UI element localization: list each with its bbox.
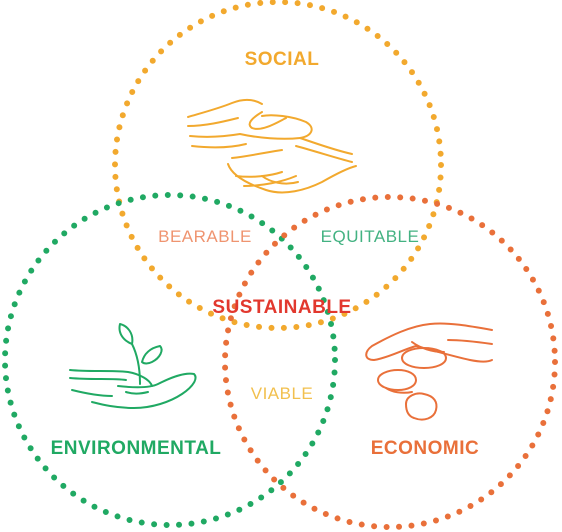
handshake-icon xyxy=(187,98,357,194)
environmental-circle xyxy=(2,192,338,528)
hand-with-sprout-icon xyxy=(69,323,197,409)
equitable-label: EQUITABLE xyxy=(320,227,420,246)
hand-with-coins-icon xyxy=(365,322,493,421)
viable-label: VIABLE xyxy=(250,384,314,403)
bearable-label: BEARABLE xyxy=(158,227,252,246)
economic-circle xyxy=(222,194,558,530)
economic-label: ECONOMIC xyxy=(370,438,480,459)
social-label: SOCIAL xyxy=(244,49,320,70)
social-circle xyxy=(112,0,444,331)
environmental-label: ENVIRONMENTAL xyxy=(50,438,222,459)
sustainable-label: SUSTAINABLE xyxy=(212,297,352,318)
